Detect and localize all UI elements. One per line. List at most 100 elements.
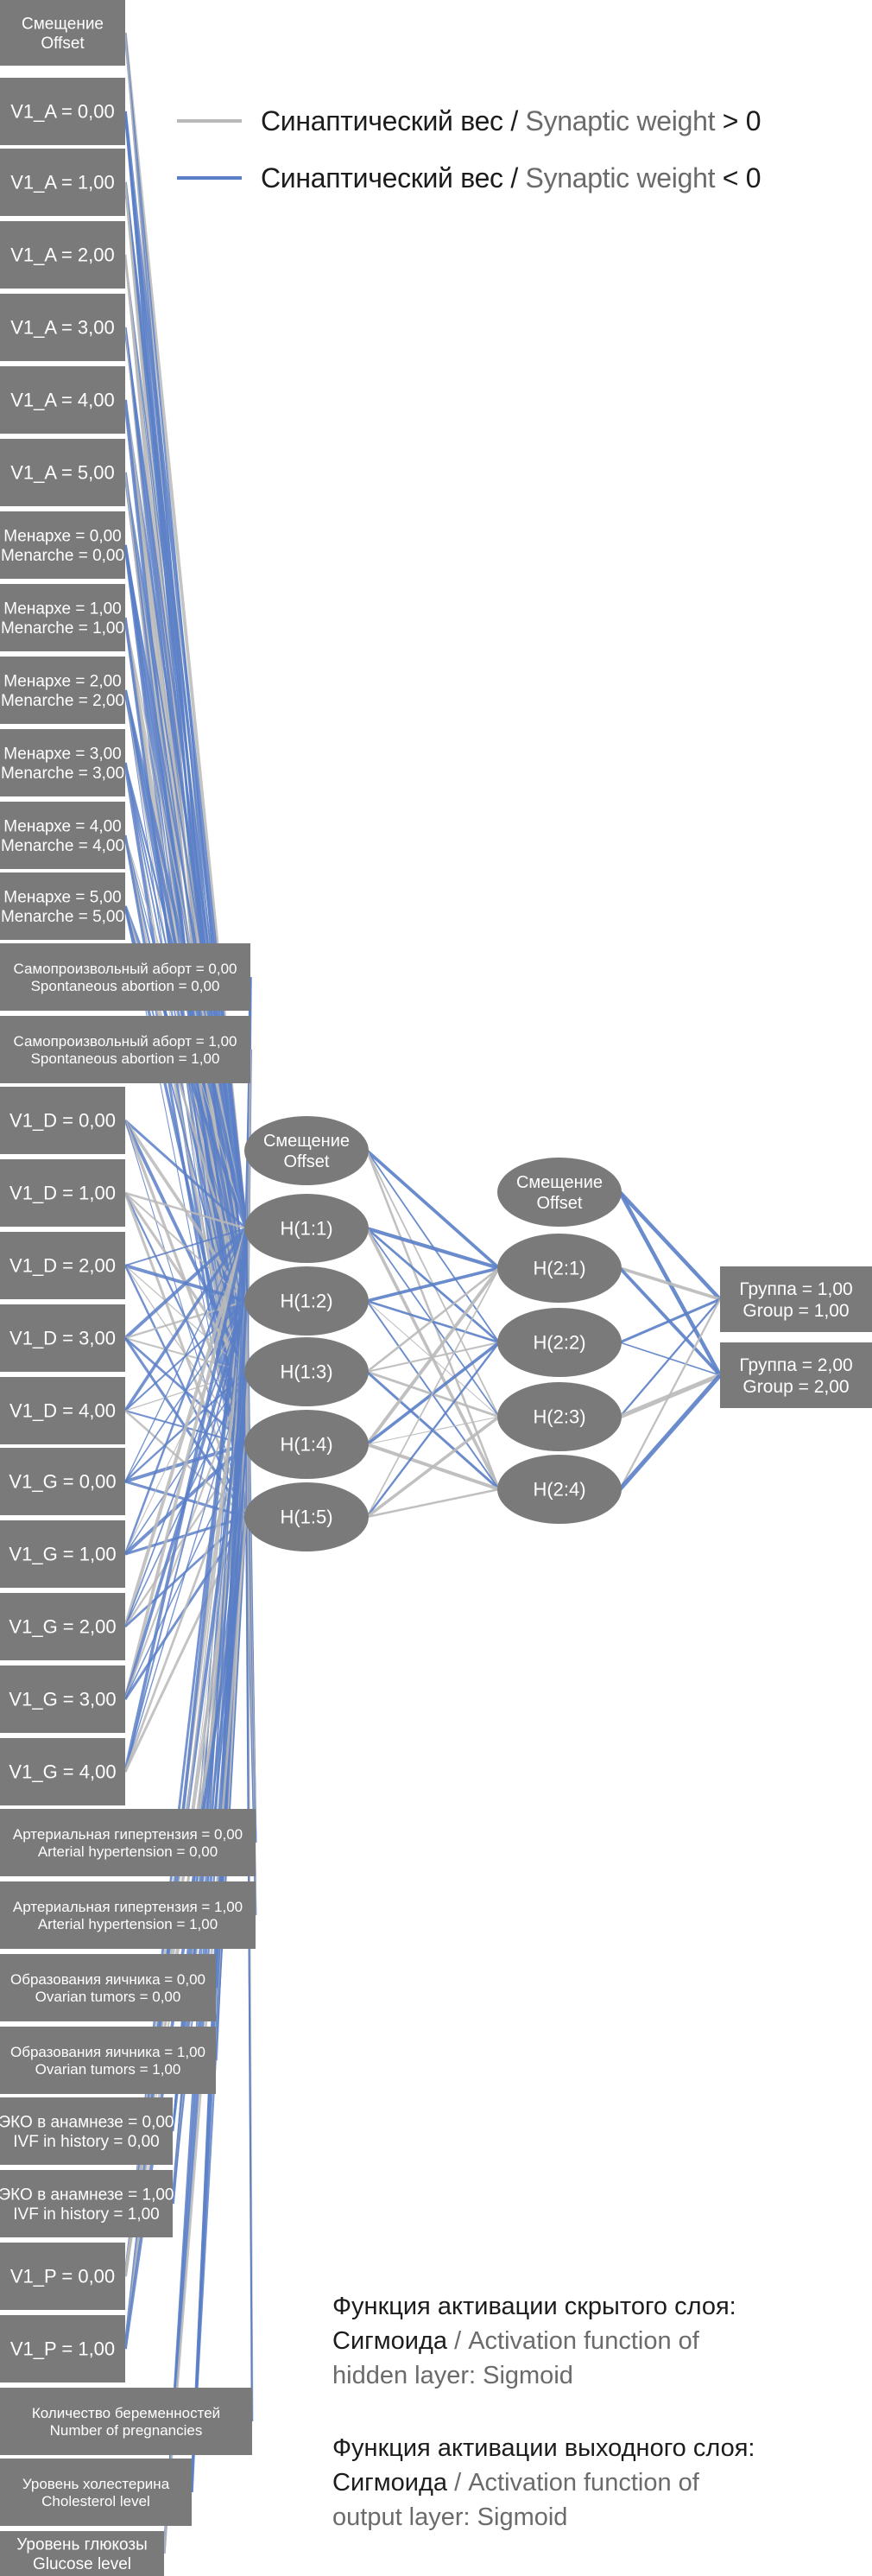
input-node-label: V1_D = 3,00 <box>9 1328 116 1349</box>
input-node-label: Glucose level <box>33 2555 131 2573</box>
input-node-label: Менархе = 0,00 <box>3 527 122 545</box>
input-node-label: Menarche = 2,00 <box>1 692 124 710</box>
input-node-label: Ovarian tumors = 0,00 <box>35 1989 181 2005</box>
input-node-label: V1_A = 0,00 <box>10 101 115 123</box>
input-node-label: Менархе = 2,00 <box>3 672 122 690</box>
input-node: V1_A = 3,00 <box>0 294 125 361</box>
input-node: V1_D = 3,00 <box>0 1304 125 1372</box>
synapse-input-hidden1 <box>123 1228 248 1700</box>
hidden1-node-label: H(1:4) <box>280 1434 332 1456</box>
input-node-box <box>0 366 125 434</box>
input-node-box <box>0 1448 125 1515</box>
input-node-label: V1_A = 5,00 <box>10 462 115 484</box>
synapse-hidden2-output <box>618 1298 722 1490</box>
input-node-label: ЭКО в анамнезе = 1,00 <box>0 2186 174 2204</box>
input-node-label: IVF in history = 0,00 <box>13 2133 160 2151</box>
output-activation-title: Функция активации выходного слоя: <box>332 2434 755 2462</box>
synapse-input-hidden1 <box>123 1227 248 1340</box>
hidden2-node: H(2:4) <box>497 1455 622 1524</box>
hidden2-bias-node-label: Offset <box>537 1194 583 1213</box>
hidden2-node: H(2:1) <box>497 1234 622 1303</box>
input-node-box <box>0 1087 125 1154</box>
input-node: V1_G = 0,00 <box>0 1448 125 1515</box>
synapse-input-hidden1 <box>245 1516 253 2422</box>
synapse-input-hidden1 <box>124 1300 247 1773</box>
input-node-label: IVF in history = 1,00 <box>13 2205 160 2224</box>
input-node-box <box>0 584 125 651</box>
input-node-label: Самопроизвольный аборт = 0,00 <box>14 961 237 977</box>
input-node-label: V1_A = 3,00 <box>10 317 115 339</box>
input-node: Артериальная гипертензия = 1,00Arterial … <box>0 1881 256 1949</box>
synapse-input-hidden1 <box>123 1228 248 1412</box>
input-node-box <box>0 1520 125 1588</box>
input-node: Самопроизвольный аборт = 0,00Spontaneous… <box>0 943 250 1011</box>
hidden2-node-label: H(2:4) <box>533 1479 585 1501</box>
synapse-hidden1-hidden2 <box>365 1149 501 1270</box>
input-node-box <box>0 2097 173 2165</box>
synapse-input-hidden1 <box>124 472 247 1229</box>
input-node-box <box>0 78 125 145</box>
hidden1-node-shape <box>244 1482 369 1551</box>
hidden1-bias-node-shape <box>244 1116 369 1185</box>
input-node-box <box>0 1159 125 1227</box>
synaptic-connections <box>123 32 722 2554</box>
input-node: V1_A = 1,00 <box>0 149 125 216</box>
input-node-label: Cholesterol level <box>41 2493 150 2509</box>
input-node: Артериальная гипертензия = 0,00Arterial … <box>0 1809 256 1876</box>
input-node-label: Spontaneous abortion = 1,00 <box>31 1050 220 1067</box>
legend-positive-swatch <box>177 119 242 123</box>
input-node-label: Menarche = 0,00 <box>1 547 124 565</box>
hidden2-node-shape <box>497 1308 622 1377</box>
input-node-label: Arterial hypertension = 1,00 <box>38 1916 218 1932</box>
hidden1-bias-node-label: Смещение <box>263 1132 350 1151</box>
output-activation-en: Activation function of <box>468 2469 699 2497</box>
legend-negative: Синаптический вес / Synaptic weight < 0 <box>177 161 761 195</box>
input-node: V1_D = 2,00 <box>0 1232 125 1299</box>
input-node-box <box>0 1954 216 2021</box>
hidden1-node-label: H(1:5) <box>280 1507 332 1528</box>
synapse-input-hidden1 <box>191 1516 247 2493</box>
synapse-hidden1-hidden2 <box>366 1266 500 1374</box>
input-node-box <box>0 872 125 940</box>
legend-positive-ru: Синаптический вес <box>261 105 503 136</box>
input-node-box <box>0 1232 125 1299</box>
input-node-box <box>0 802 125 869</box>
input-node-label: Менархе = 5,00 <box>3 888 122 906</box>
input-node-box <box>0 2388 252 2455</box>
input-node-box <box>0 439 125 506</box>
synapse-hidden2-output <box>618 1374 722 1491</box>
input-node-label: V1_A = 2,00 <box>10 244 115 266</box>
hidden2-node-shape <box>497 1455 622 1524</box>
output-activation-ru: Сигмоида <box>332 2469 448 2497</box>
hidden2-node-label: H(2:2) <box>533 1332 585 1354</box>
input-node-box <box>0 1593 125 1660</box>
output-node-label: Group = 2,00 <box>742 1377 849 1397</box>
input-node-label: Самопроизвольный аборт = 1,00 <box>14 1033 237 1050</box>
input-node-box <box>0 943 250 1011</box>
hidden1-node-label: H(1:3) <box>280 1361 332 1383</box>
synapse-hidden2-output <box>619 1298 721 1344</box>
input-node-box <box>0 1809 256 1876</box>
synapse-hidden1-hidden2 <box>366 1226 500 1271</box>
hidden2-node-label: H(2:1) <box>533 1258 585 1279</box>
input-node-label: V1_G = 0,00 <box>9 1471 116 1493</box>
input-node: V1_G = 3,00 <box>0 1666 125 1733</box>
input-node-box <box>0 1377 125 1444</box>
input-node: V1_P = 1,00 <box>0 2315 125 2382</box>
output-node-label: Группа = 1,00 <box>739 1279 852 1299</box>
hidden1-node-label: H(1:2) <box>280 1291 332 1312</box>
hidden1-node-shape <box>244 1266 369 1336</box>
legend-negative-swatch <box>177 176 242 180</box>
input-node: V1_D = 4,00 <box>0 1377 125 1444</box>
